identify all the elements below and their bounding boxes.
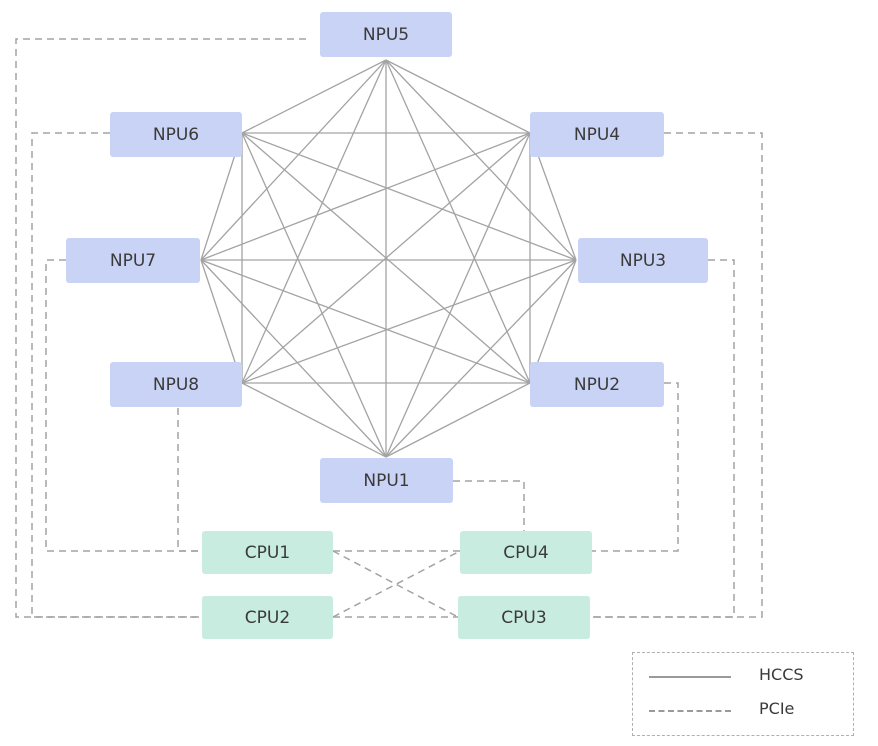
node-npu8: NPU8 (110, 362, 242, 407)
pcie-npu7-cpu1 (45, 259, 202, 552)
hccs-npu2-npu1 (385, 382, 531, 458)
legend-hccs-line-sample (649, 676, 731, 678)
hccs-npu3-npu1 (385, 259, 577, 458)
node-npu4: NPU4 (530, 112, 664, 157)
hccs-npu1-npu6 (241, 132, 387, 458)
hccs-npu2-npu7 (200, 259, 531, 384)
hccs-npu1-npu8 (241, 382, 387, 458)
hccs-npu2-npu6 (241, 132, 531, 384)
node-cpu1: CPU1 (202, 531, 333, 574)
legend-pcie-line-sample (649, 710, 731, 712)
node-npu5: NPU5 (320, 12, 452, 57)
pcie-cpu2-cpu4 (332, 550, 461, 618)
hccs-npu5-npu8 (241, 59, 387, 384)
pcie-npu6-cpu2 (31, 132, 202, 618)
node-npu2: NPU2 (530, 362, 664, 407)
node-cpu3: CPU3 (458, 596, 590, 639)
legend-pcie-label: PCIe (759, 699, 795, 718)
node-cpu4: CPU4 (460, 531, 592, 574)
node-npu7: NPU7 (66, 238, 200, 283)
hccs-npu5-npu4 (385, 59, 531, 134)
pcie-npu1-cpu4 (453, 480, 525, 531)
hccs-npu5-npu2 (385, 59, 531, 384)
hccs-npu5-npu6 (241, 59, 387, 134)
hccs-npu5-npu7 (200, 59, 387, 261)
pcie-cpu1-cpu3 (332, 550, 459, 618)
pcie-npu8-cpu1 (177, 408, 202, 552)
hccs-npu1-npu7 (200, 259, 387, 458)
hccs-mesh (200, 59, 577, 458)
node-npu3: NPU3 (578, 238, 708, 283)
pcie-npu4-cpu3 (590, 132, 763, 618)
hccs-npu4-npu7 (200, 132, 531, 261)
pcie-links (15, 38, 763, 618)
legend-hccs-label: HCCS (759, 665, 804, 684)
node-npu1: NPU1 (320, 458, 453, 503)
hccs-npu4-npu1 (385, 132, 531, 458)
node-cpu2: CPU2 (202, 596, 333, 639)
pcie-npu2-cpu4 (592, 382, 679, 552)
pcie-npu3-cpu3 (590, 259, 735, 618)
hccs-npu5-npu3 (385, 59, 577, 261)
legend: HCCS PCIe (632, 652, 854, 736)
hccs-npu3-npu6 (241, 132, 577, 261)
node-npu6: NPU6 (110, 112, 242, 157)
